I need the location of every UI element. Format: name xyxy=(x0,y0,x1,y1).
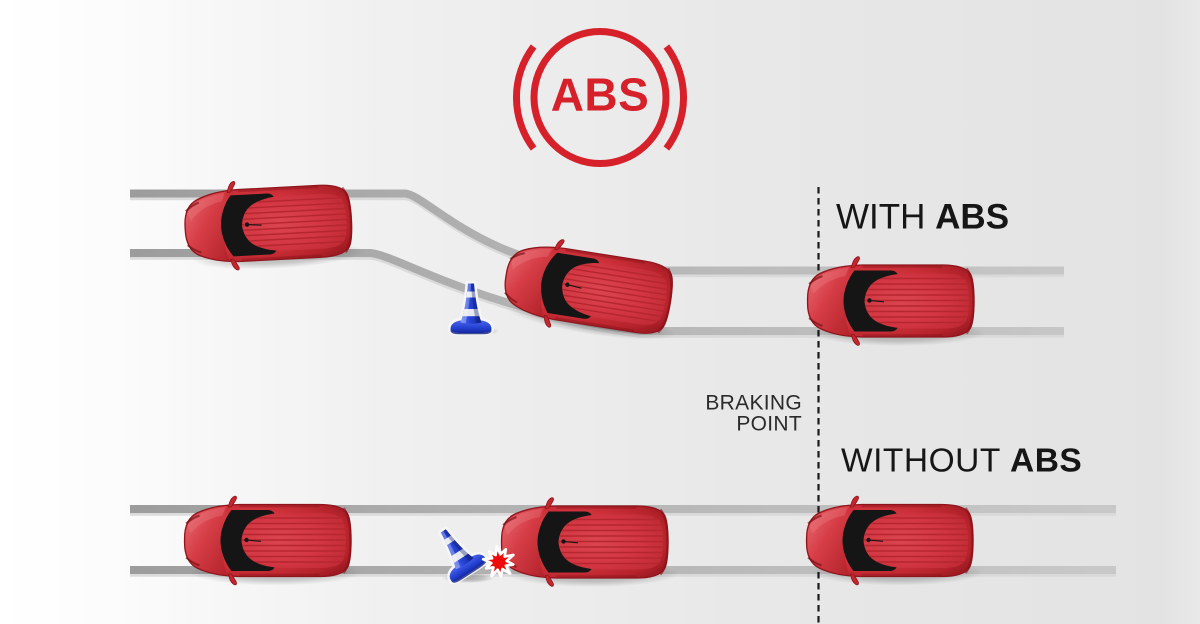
svg-text:WITH ABS: WITH ABS xyxy=(836,198,1009,237)
svg-text:BRAKING: BRAKING xyxy=(705,392,802,415)
svg-text:ABS: ABS xyxy=(551,69,650,121)
svg-text:POINT: POINT xyxy=(736,413,802,436)
svg-text:WITHOUT ABS: WITHOUT ABS xyxy=(841,443,1082,480)
